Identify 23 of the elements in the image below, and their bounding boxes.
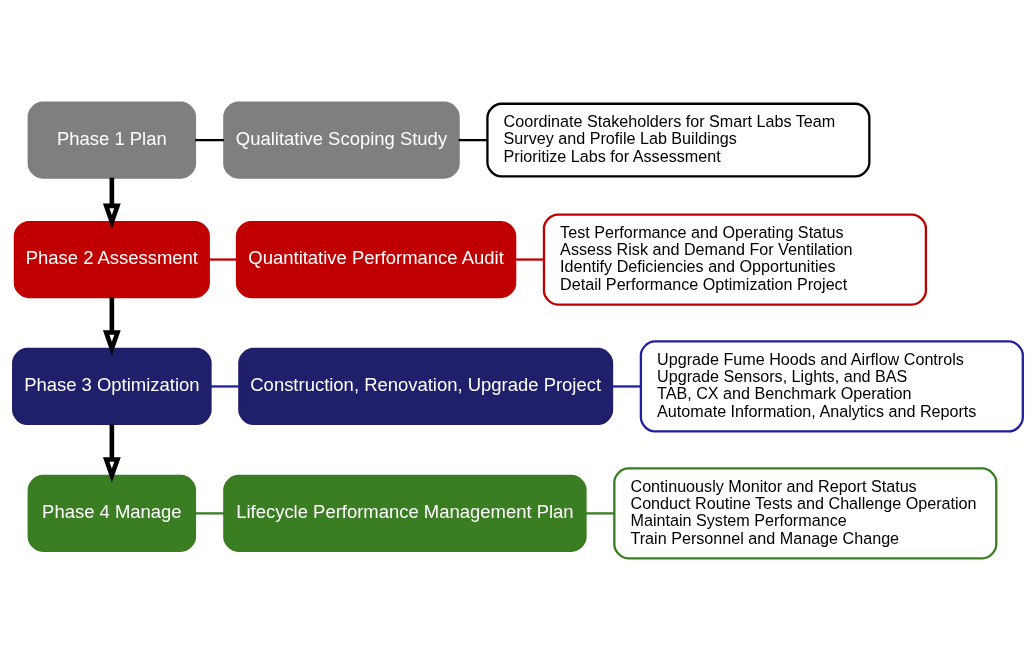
node-box: Construction, Renovation, Upgrade Project xyxy=(238,347,614,425)
arrow xyxy=(102,296,121,356)
node-box: Phase 1 Plan xyxy=(27,100,197,179)
node-box: Phase 2 Assessment xyxy=(13,220,210,298)
node-box: Upgrade Fume Hoods and Airflow Controls Upgrade Sensors, Lights, and BAS TAB, CX and Benchmark Operation Automate Information, Analytics and Reports xyxy=(639,339,1024,433)
node-box: Coordinate Stakeholders for Smart Labs Team Survey and Profile Lab Buildings Prioritize Labs for Assessment xyxy=(486,102,871,178)
node-box: Continuously Monitor and Report Status Conduct Routine Tests and Challenge Operation Maintain System Performance Train Personnel and Manage Change xyxy=(613,466,998,560)
connector xyxy=(195,138,224,141)
connector xyxy=(585,511,615,515)
node-box: Quantitative Performance Audit xyxy=(235,220,517,298)
node-box: Lifecycle Performance Management Plan xyxy=(223,474,587,552)
node-box: Qualitative Scoping Study xyxy=(223,100,460,179)
connector xyxy=(612,384,641,388)
arrow xyxy=(102,177,121,229)
node-box: Phase 3 Optimization xyxy=(12,347,212,425)
connector xyxy=(208,257,237,261)
node-box: Test Performance and Operating Status Assess Risk and Demand For Ventilation Identify Deficiencies and Opportunities Detail Performance Optimization Project xyxy=(542,212,928,306)
connector xyxy=(210,384,240,388)
node-box: Phase 4 Manage xyxy=(27,474,197,552)
arrow xyxy=(102,423,121,483)
connector xyxy=(515,257,544,261)
connector xyxy=(195,511,225,515)
connector xyxy=(458,138,488,141)
